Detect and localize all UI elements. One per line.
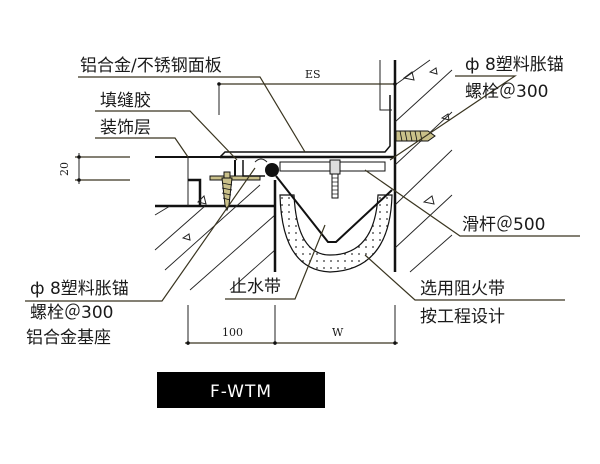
- aluminum-base: [209, 158, 279, 181]
- dim-es-label: ES: [305, 68, 321, 81]
- cover-panel: [219, 60, 395, 159]
- dim-thickness: 20: [58, 153, 130, 184]
- dim-base-width-label: 100: [222, 326, 243, 339]
- diagram-title: F-WTM: [210, 382, 272, 402]
- label-anchor-right-1: ф 8塑料胀锚: [465, 55, 564, 75]
- label-anchor-left-2: 螺栓＠300: [30, 303, 113, 323]
- label-sealant: 填缝胶: [100, 91, 151, 111]
- fire-barrier-belt: [279, 194, 393, 273]
- label-fire-belt-2: 按工程设计: [420, 307, 505, 327]
- dim-es: ES: [217, 68, 397, 115]
- anchor-bolt-left: [221, 171, 233, 212]
- waterstop-belt: [275, 175, 393, 243]
- leader-lines: [25, 75, 580, 302]
- label-panel: 铝合金/不锈钢面板: [80, 56, 222, 76]
- title-box: [157, 372, 325, 408]
- label-fire-belt-1: 选用阻火带: [420, 279, 505, 299]
- slide-bar: [279, 159, 386, 199]
- dim-gap-width-label: W: [332, 326, 344, 339]
- anchor-bolt-right: [395, 130, 436, 142]
- left-slab: [154, 156, 276, 291]
- dim-bottom: 100 W: [185, 305, 398, 345]
- label-anchor-right-2: 螺栓＠300: [465, 82, 548, 102]
- label-waterstop: 止水带: [230, 277, 281, 297]
- label-anchor-left-1: ф 8塑料胀锚: [30, 279, 129, 299]
- dim-thickness-label: 20: [58, 162, 71, 176]
- label-slide-bar: 滑杆＠500: [462, 215, 545, 235]
- right-wall: [393, 59, 453, 273]
- label-base: 铝合金基座: [26, 328, 111, 348]
- label-decor-layer: 装饰层: [100, 118, 151, 138]
